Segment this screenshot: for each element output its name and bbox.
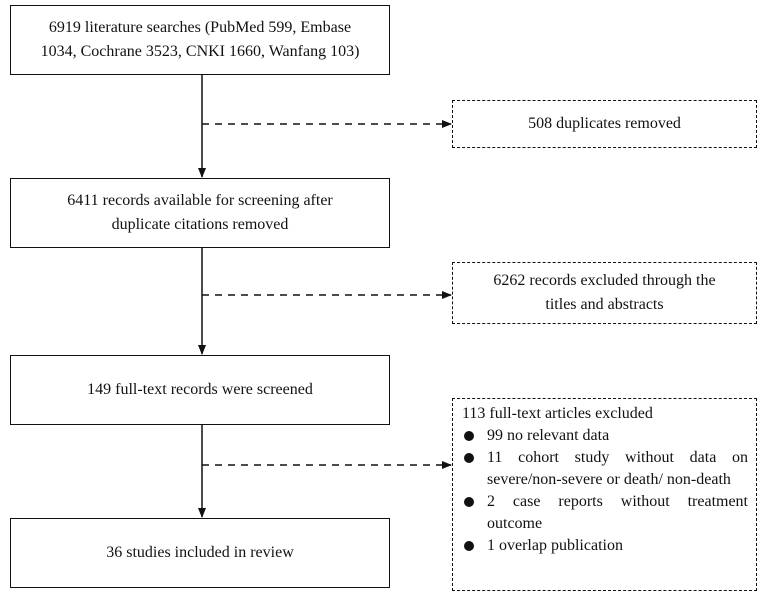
bullet-icon: [464, 431, 474, 441]
exclusion-reason-text: 11 cohort study without data on severe/n…: [487, 449, 748, 488]
titles-excluded-line1: 6262 records excluded through the: [493, 272, 716, 289]
included-studies-text: 36 studies included in review: [106, 544, 294, 561]
exclusion-reasons-list: 99 no relevant data 11 cohort study with…: [462, 425, 748, 557]
fulltext-excluded-box: 113 full-text articles excluded 99 no re…: [452, 398, 757, 591]
literature-search-line2: 1034, Cochrane 3523, CNKI 1660, Wanfang …: [40, 43, 360, 60]
literature-search-line1: 6919 literature searches (PubMed 599, Em…: [48, 19, 352, 36]
exclusion-reason-item: 99 no relevant data: [462, 425, 748, 447]
fulltext-screened-text: 149 full-text records were screened: [87, 381, 313, 398]
duplicates-removed-box: 508 duplicates removed: [452, 100, 757, 148]
exclusion-reason-text: 1 overlap publication: [487, 537, 623, 554]
exclusion-reason-text: 99 no relevant data: [487, 427, 610, 444]
titles-abstracts-excluded-box: 6262 records excluded through the titles…: [452, 262, 757, 324]
fulltext-screened-box: 149 full-text records were screened: [10, 355, 390, 425]
screening-line1: 6411 records available for screening aft…: [67, 192, 333, 209]
fulltext-excluded-header: 113 full-text articles excluded: [462, 405, 653, 422]
screening-box: 6411 records available for screening aft…: [10, 178, 390, 248]
duplicates-removed-text: 508 duplicates removed: [528, 115, 681, 132]
exclusion-reason-item: 11 cohort study without data on severe/n…: [462, 447, 748, 491]
exclusion-reason-item: 2 case reports without treatment outcome: [462, 491, 748, 535]
included-studies-box: 36 studies included in review: [10, 518, 390, 588]
screening-line2: duplicate citations removed: [111, 216, 289, 233]
exclusion-reason-text: 2 case reports without treatment outcome: [487, 493, 748, 532]
titles-excluded-line2: titles and abstracts: [545, 296, 664, 313]
bullet-icon: [464, 497, 474, 507]
literature-search-box: 6919 literature searches (PubMed 599, Em…: [10, 5, 390, 75]
bullet-icon: [464, 541, 474, 551]
exclusion-reason-item: 1 overlap publication: [462, 535, 748, 557]
bullet-icon: [464, 453, 474, 463]
